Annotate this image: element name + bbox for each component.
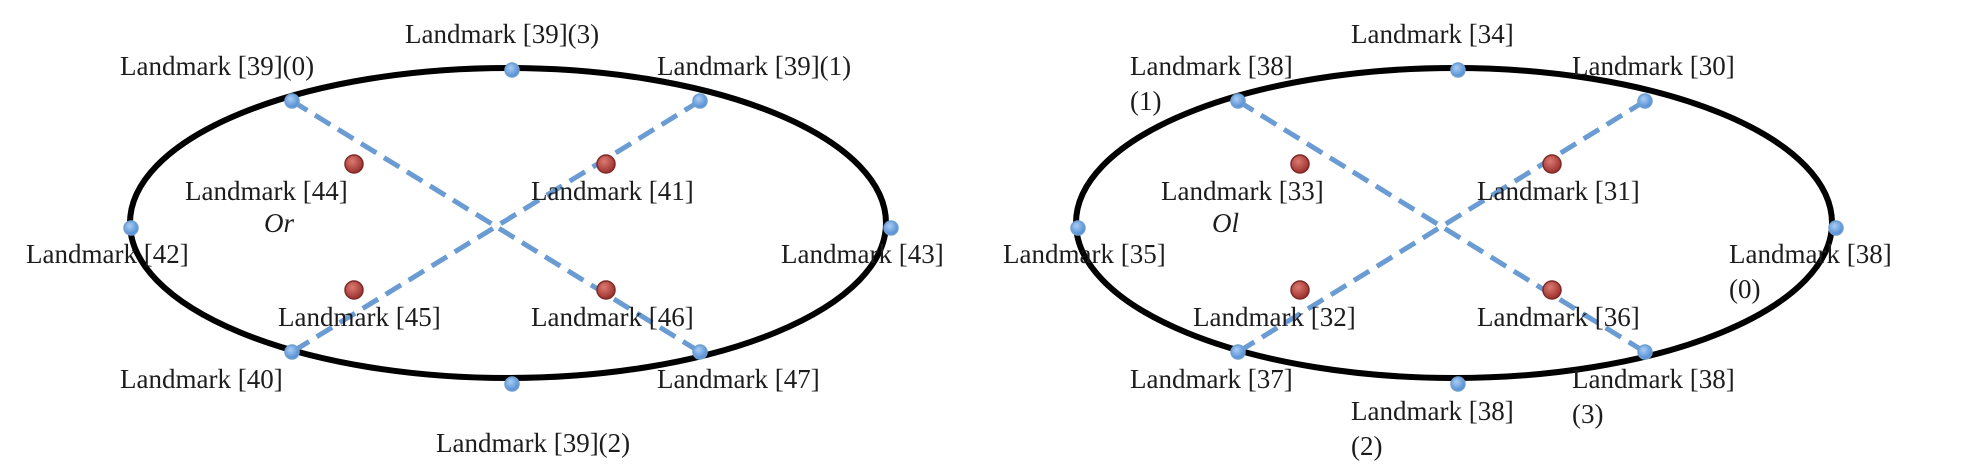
label-landmark-30: Landmark [30] [1572,51,1735,81]
label-landmark-38-1: Landmark [38] [1130,51,1293,81]
label-landmark-31: Landmark [31] [1477,176,1640,206]
landmark-dot-38-1 [1230,93,1246,109]
label-landmark-35: Landmark [35] [1003,239,1166,269]
label-landmark-38-3-suffix: (3) [1572,399,1603,429]
label-landmark-42: Landmark [42] [26,239,189,269]
landmark-dot-33 [1290,154,1310,174]
landmark-dot-38-2 [1450,376,1466,392]
landmark-dot-34 [1450,62,1466,78]
landmark-dot-39-0 [284,93,300,109]
landmark-dot-47 [692,344,708,360]
landmark-dot-46 [596,280,616,300]
label-landmark-46: Landmark [46] [531,302,694,332]
ellipse-outline-ol [1073,65,1835,381]
diagram-ol: Landmark [38] (1) Landmark [34] Landmark… [1003,19,1892,461]
label-landmark-43: Landmark [43] [781,239,944,269]
label-landmark-39-3: Landmark [39](3) [405,19,599,49]
landmark-dot-32 [1290,280,1310,300]
center-label-or: Or [264,208,294,238]
label-landmark-38-3: Landmark [38] [1572,364,1735,394]
landmark-dot-39-3 [504,62,520,78]
label-landmark-34: Landmark [34] [1351,19,1514,49]
landmark-dot-38-3 [1637,344,1653,360]
label-landmark-38-0: Landmark [38] [1729,239,1892,269]
landmark-dot-37 [1230,344,1246,360]
label-landmark-44: Landmark [44] [185,176,348,206]
label-landmark-39-1: Landmark [39](1) [657,51,851,81]
label-landmark-41: Landmark [41] [531,176,694,206]
label-landmark-38-2-suffix: (2) [1351,431,1382,461]
center-label-ol: Ol [1212,208,1239,238]
landmark-dot-45 [344,280,364,300]
landmark-dot-35 [1070,220,1086,236]
label-landmark-38-1-suffix: (1) [1130,86,1161,116]
label-landmark-47: Landmark [47] [657,364,820,394]
landmark-dot-41 [596,154,616,174]
landmark-dot-40 [284,344,300,360]
label-landmark-32: Landmark [32] [1193,302,1356,332]
landmark-dot-42 [123,220,139,236]
landmark-dot-39-1 [692,93,708,109]
label-landmark-36: Landmark [36] [1477,302,1640,332]
diagram-or: Landmark [39](0) Landmark [39](3) Landma… [26,19,944,458]
landmark-dot-44 [344,154,364,174]
landmark-dot-43 [883,220,899,236]
label-landmark-38-2: Landmark [38] [1351,396,1514,426]
label-landmark-45: Landmark [45] [278,302,441,332]
landmark-dot-36 [1542,280,1562,300]
label-landmark-38-0-suffix: (0) [1729,274,1760,304]
label-landmark-37: Landmark [37] [1130,364,1293,394]
landmark-dot-31 [1542,154,1562,174]
landmark-dot-38-0 [1828,220,1844,236]
landmark-dot-39-2 [504,376,520,392]
label-landmark-39-2: Landmark [39](2) [436,428,630,458]
landmark-dot-30 [1637,93,1653,109]
label-landmark-39-0: Landmark [39](0) [120,51,314,81]
label-landmark-40: Landmark [40] [120,364,283,394]
ellipse-outline-or [127,65,889,381]
label-landmark-33: Landmark [33] [1161,176,1324,206]
